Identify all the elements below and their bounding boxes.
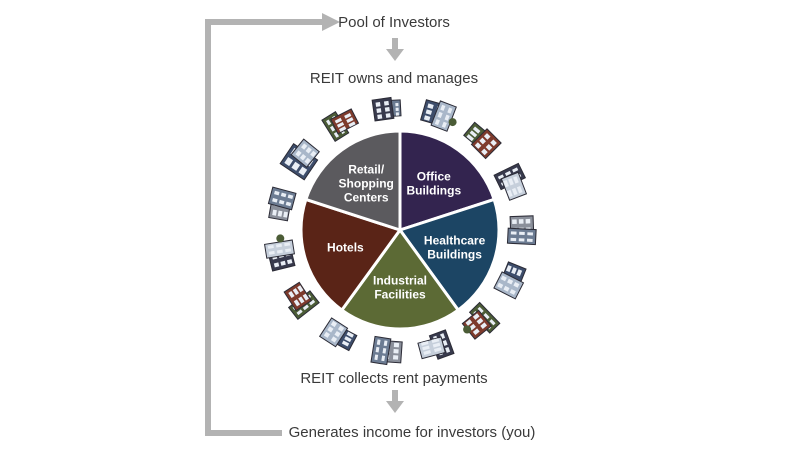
generates-income-label: Generates income for investors (you): [289, 424, 536, 441]
reit-owns-label: REIT owns and manages: [310, 70, 478, 87]
segment-label: Facilities: [374, 287, 426, 301]
segment-label: Industrial: [373, 273, 427, 287]
segment-label: Centers: [344, 191, 389, 205]
building-icon: [470, 128, 502, 160]
building-icon: [417, 336, 446, 360]
building-icon: [283, 281, 312, 312]
down-arrow-1: [386, 38, 404, 61]
tree-icon: [276, 234, 285, 243]
pool-of-investors-label: Pool of Investors: [338, 14, 450, 31]
feedback-loop-arrow: [205, 13, 340, 436]
building-icon: [500, 171, 528, 201]
tree-icon: [463, 325, 472, 334]
segment-label: Healthcare: [424, 234, 486, 248]
building-icon: [318, 317, 349, 348]
pie-rim: [298, 128, 502, 332]
down-arrow-2: [386, 390, 404, 413]
segment-label: Buildings: [427, 248, 482, 262]
down-arrow-icon: [386, 401, 404, 413]
segment-label: Shopping: [339, 177, 394, 191]
loop-arrowhead-icon: [322, 13, 340, 31]
segment-label: Retail/: [348, 163, 385, 177]
reit-collects-label: REIT collects rent payments: [300, 370, 487, 387]
segment-label: Buildings: [406, 184, 461, 198]
building-icon: [506, 227, 537, 246]
building-icon: [370, 335, 392, 366]
buildings-ring: [264, 96, 537, 366]
building-icon: [371, 96, 395, 122]
building-icon: [264, 239, 295, 259]
down-arrow-icon: [386, 49, 404, 61]
property-types-pie: OfficeBuildingsHealthcareBuildingsIndust…: [298, 128, 502, 332]
segment-label: Hotels: [327, 241, 364, 255]
building-icon: [330, 108, 360, 135]
building-icon: [267, 186, 297, 211]
building-icon: [290, 138, 320, 168]
building-icon: [493, 271, 525, 300]
tree-icon: [448, 118, 457, 127]
segment-label: Office: [417, 170, 451, 184]
